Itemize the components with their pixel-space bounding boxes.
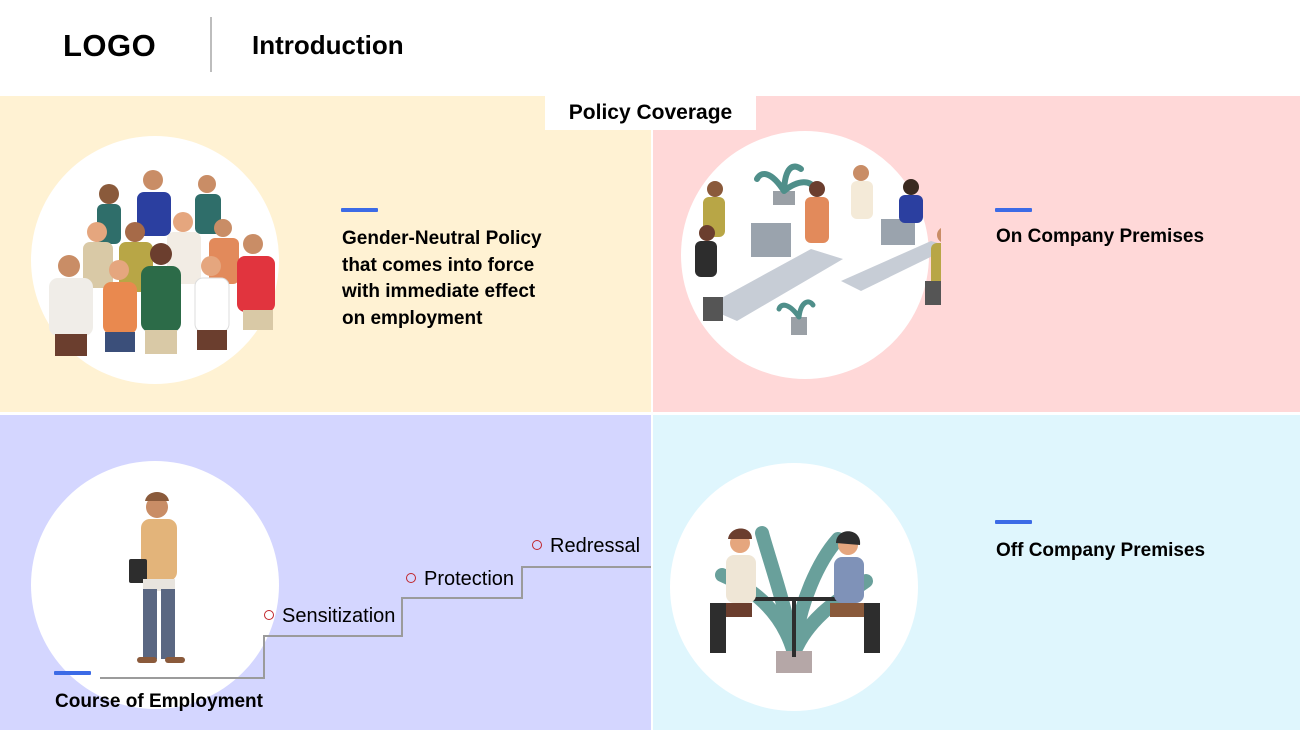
quadrant-on-company-premises: On Company Premises bbox=[653, 96, 1300, 412]
people-group-illustration bbox=[31, 136, 279, 384]
cafe-meeting-illustration bbox=[670, 463, 918, 711]
bullet-icon bbox=[532, 540, 542, 550]
step-redressal: Redressal bbox=[532, 535, 640, 558]
step-protection-label: Protection bbox=[424, 568, 515, 590]
policy-line-3: with immediate effect bbox=[342, 281, 536, 302]
policy-description: Gender-Neutral Policy that comes into fo… bbox=[342, 226, 542, 332]
step-sensitization: Sensitization bbox=[264, 605, 395, 628]
off-premises-label: Off Company Premises bbox=[996, 540, 1206, 561]
step-sensitization-label: Sensitization bbox=[282, 605, 396, 627]
accent-bar bbox=[341, 208, 378, 212]
step-protection: Protection bbox=[406, 568, 514, 591]
bullet-icon bbox=[406, 573, 416, 583]
logo: LOGO bbox=[63, 28, 157, 63]
quadrant-gender-neutral-policy: Gender-Neutral Policy that comes into fo… bbox=[0, 96, 651, 412]
thinking-man-illustration bbox=[31, 461, 279, 709]
staircase-line bbox=[100, 566, 651, 679]
people-group-icon bbox=[49, 170, 275, 356]
header-divider bbox=[210, 17, 212, 72]
office-team-illustration bbox=[681, 131, 941, 379]
quadrant-off-company-premises: Off Company Premises bbox=[653, 415, 1300, 730]
office-team-icon bbox=[695, 163, 941, 335]
step-redressal-label: Redressal bbox=[550, 535, 641, 557]
cafe-meeting-icon bbox=[710, 526, 880, 673]
course-of-employment-label: Course of Employment bbox=[55, 691, 263, 712]
accent-bar bbox=[54, 671, 91, 675]
header: LOGO Introduction bbox=[0, 0, 1300, 96]
policy-line-2: that comes into force bbox=[342, 254, 535, 276]
thinking-man-icon bbox=[129, 492, 185, 663]
bullet-icon bbox=[264, 610, 274, 620]
page-title: Introduction bbox=[252, 30, 404, 60]
quadrant-course-of-employment: Sensitization Protection Redressal Cours… bbox=[0, 415, 651, 730]
on-premises-label: On Company Premises bbox=[996, 226, 1205, 247]
policy-coverage-label: Policy Coverage bbox=[545, 96, 756, 130]
policy-line-1: Gender-Neutral Policy bbox=[342, 228, 542, 249]
policy-line-4: on employment bbox=[342, 307, 483, 329]
accent-bar bbox=[995, 520, 1032, 524]
accent-bar bbox=[995, 208, 1032, 212]
